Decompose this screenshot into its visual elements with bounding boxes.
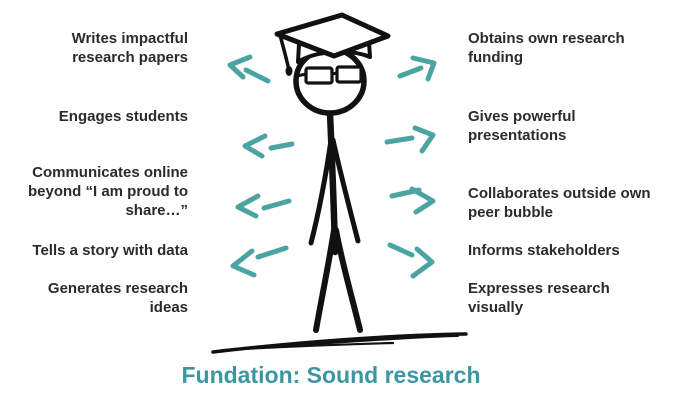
- figure-leg-left: [313, 227, 337, 333]
- label-line: Gives powerful: [468, 108, 576, 125]
- label-line: ideas: [149, 299, 188, 316]
- tassel-end: [285, 66, 293, 76]
- arrow-right-icon-1: [397, 55, 437, 82]
- label-informs-stakeholders: Informs stakeholders: [468, 241, 620, 260]
- glasses-icon: [295, 65, 366, 85]
- label-line: beyond “I am proud to: [28, 183, 188, 200]
- label-line: Writes impactful: [71, 30, 188, 47]
- arrow-left-icon-4: [230, 245, 289, 278]
- label-collaborates-outside-peer-bubble: Collaborates outside own peer bubble: [468, 184, 651, 222]
- label-tells-story-with-data: Tells a story with data: [32, 241, 188, 260]
- label-line: Communicates online: [32, 164, 188, 181]
- figure-arm-left: [308, 137, 334, 246]
- label-engages-students: Engages students: [59, 107, 188, 126]
- label-line: Generates research: [47, 280, 188, 297]
- label-line: share…”: [125, 202, 188, 219]
- arrow-right-icon-2: [384, 125, 436, 154]
- label-line: presentations: [468, 127, 567, 144]
- glasses-bridge: [330, 71, 339, 76]
- label-line: research papers: [72, 49, 188, 66]
- label-line: funding: [468, 49, 523, 66]
- arrow-right-icon-3: [389, 186, 436, 215]
- label-obtains-own-research-funding: Obtains own research funding: [468, 29, 625, 67]
- arrow-right-icon-4: [387, 242, 435, 279]
- ground-line-3: [241, 341, 395, 351]
- label-communicates-online: Communicates online beyond “I am proud t…: [28, 163, 188, 220]
- page-title: Fundation: Sound research: [181, 362, 481, 388]
- label-line: Tells a story with data: [32, 242, 188, 259]
- label-line: Informs stakeholders: [468, 242, 620, 259]
- tassel-icon: [278, 33, 290, 68]
- arrow-left-icon-3: [235, 193, 292, 219]
- label-line: peer bubble: [468, 204, 554, 221]
- label-generates-research-ideas: Generates research ideas: [48, 279, 188, 317]
- label-writes-impactful-research-papers: Writes impactful research papers: [72, 29, 188, 67]
- label-line: visually: [468, 299, 524, 316]
- glasses-lens-right: [335, 65, 363, 84]
- label-gives-powerful-presentations: Gives powerful presentations: [468, 107, 576, 145]
- label-line: Engages students: [58, 108, 188, 125]
- arrow-left-icon-2: [242, 133, 295, 159]
- label-line: Obtains own research: [468, 30, 625, 47]
- graduation-cap-icon: [274, 12, 391, 59]
- figure-leg-right: [333, 227, 363, 333]
- glasses-lens-left: [304, 66, 334, 85]
- label-line: Collaborates outside own: [468, 185, 651, 202]
- figure-arm-right: [330, 137, 361, 244]
- arrow-left-icon-1: [227, 54, 271, 84]
- label-line: Expresses research: [468, 280, 610, 297]
- label-expresses-research-visually: Expresses research visually: [468, 279, 610, 317]
